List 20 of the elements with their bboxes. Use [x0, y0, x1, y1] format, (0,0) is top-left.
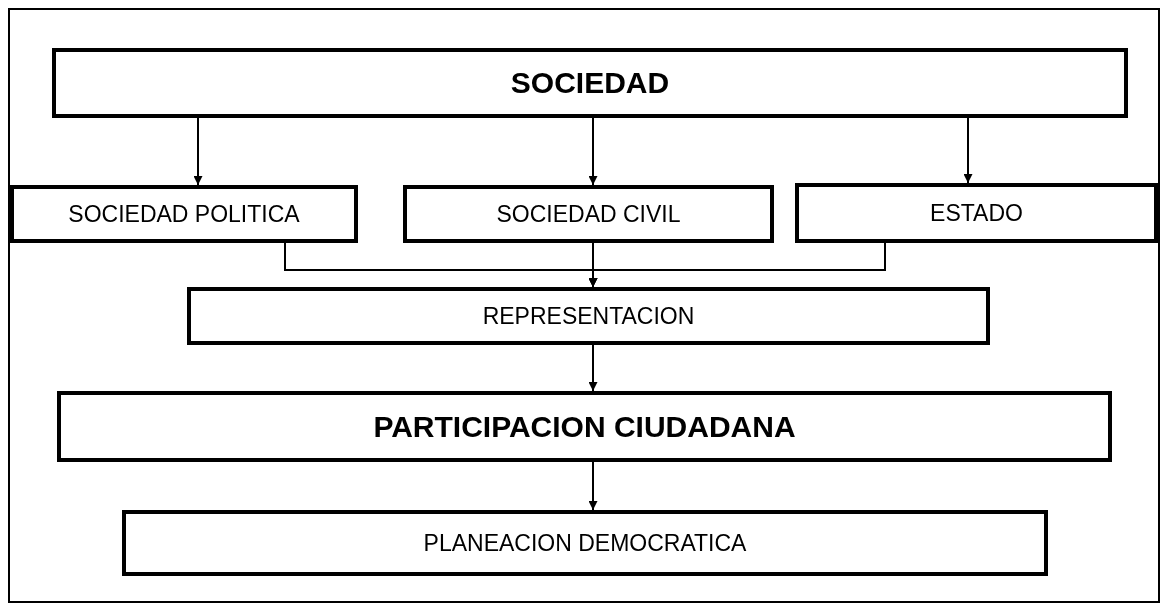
- arrow: [588, 242, 886, 288]
- process-box: [795, 183, 1158, 243]
- process-box: [122, 510, 1048, 576]
- box-label: SOCIEDAD CIVIL: [496, 200, 681, 228]
- process-box: [403, 185, 774, 243]
- process-box: [57, 391, 1112, 462]
- process-box: [187, 287, 990, 345]
- arrow: [588, 117, 598, 186]
- arrow: [963, 117, 973, 184]
- box-label: ESTADO: [930, 199, 1023, 227]
- process-box: [10, 185, 358, 243]
- process-box: [52, 48, 1128, 118]
- box-label: PLANEACION DEMOCRATICA: [423, 529, 747, 557]
- box-label: SOCIEDAD POLITICA: [68, 200, 300, 228]
- arrow: [588, 344, 598, 392]
- box-label: REPRESENTACION: [482, 302, 695, 330]
- arrow: [588, 461, 598, 511]
- box-label: SOCIEDAD: [510, 66, 670, 100]
- arrow: [193, 117, 203, 186]
- box-label: PARTICIPACION CIUDADANA: [373, 409, 796, 444]
